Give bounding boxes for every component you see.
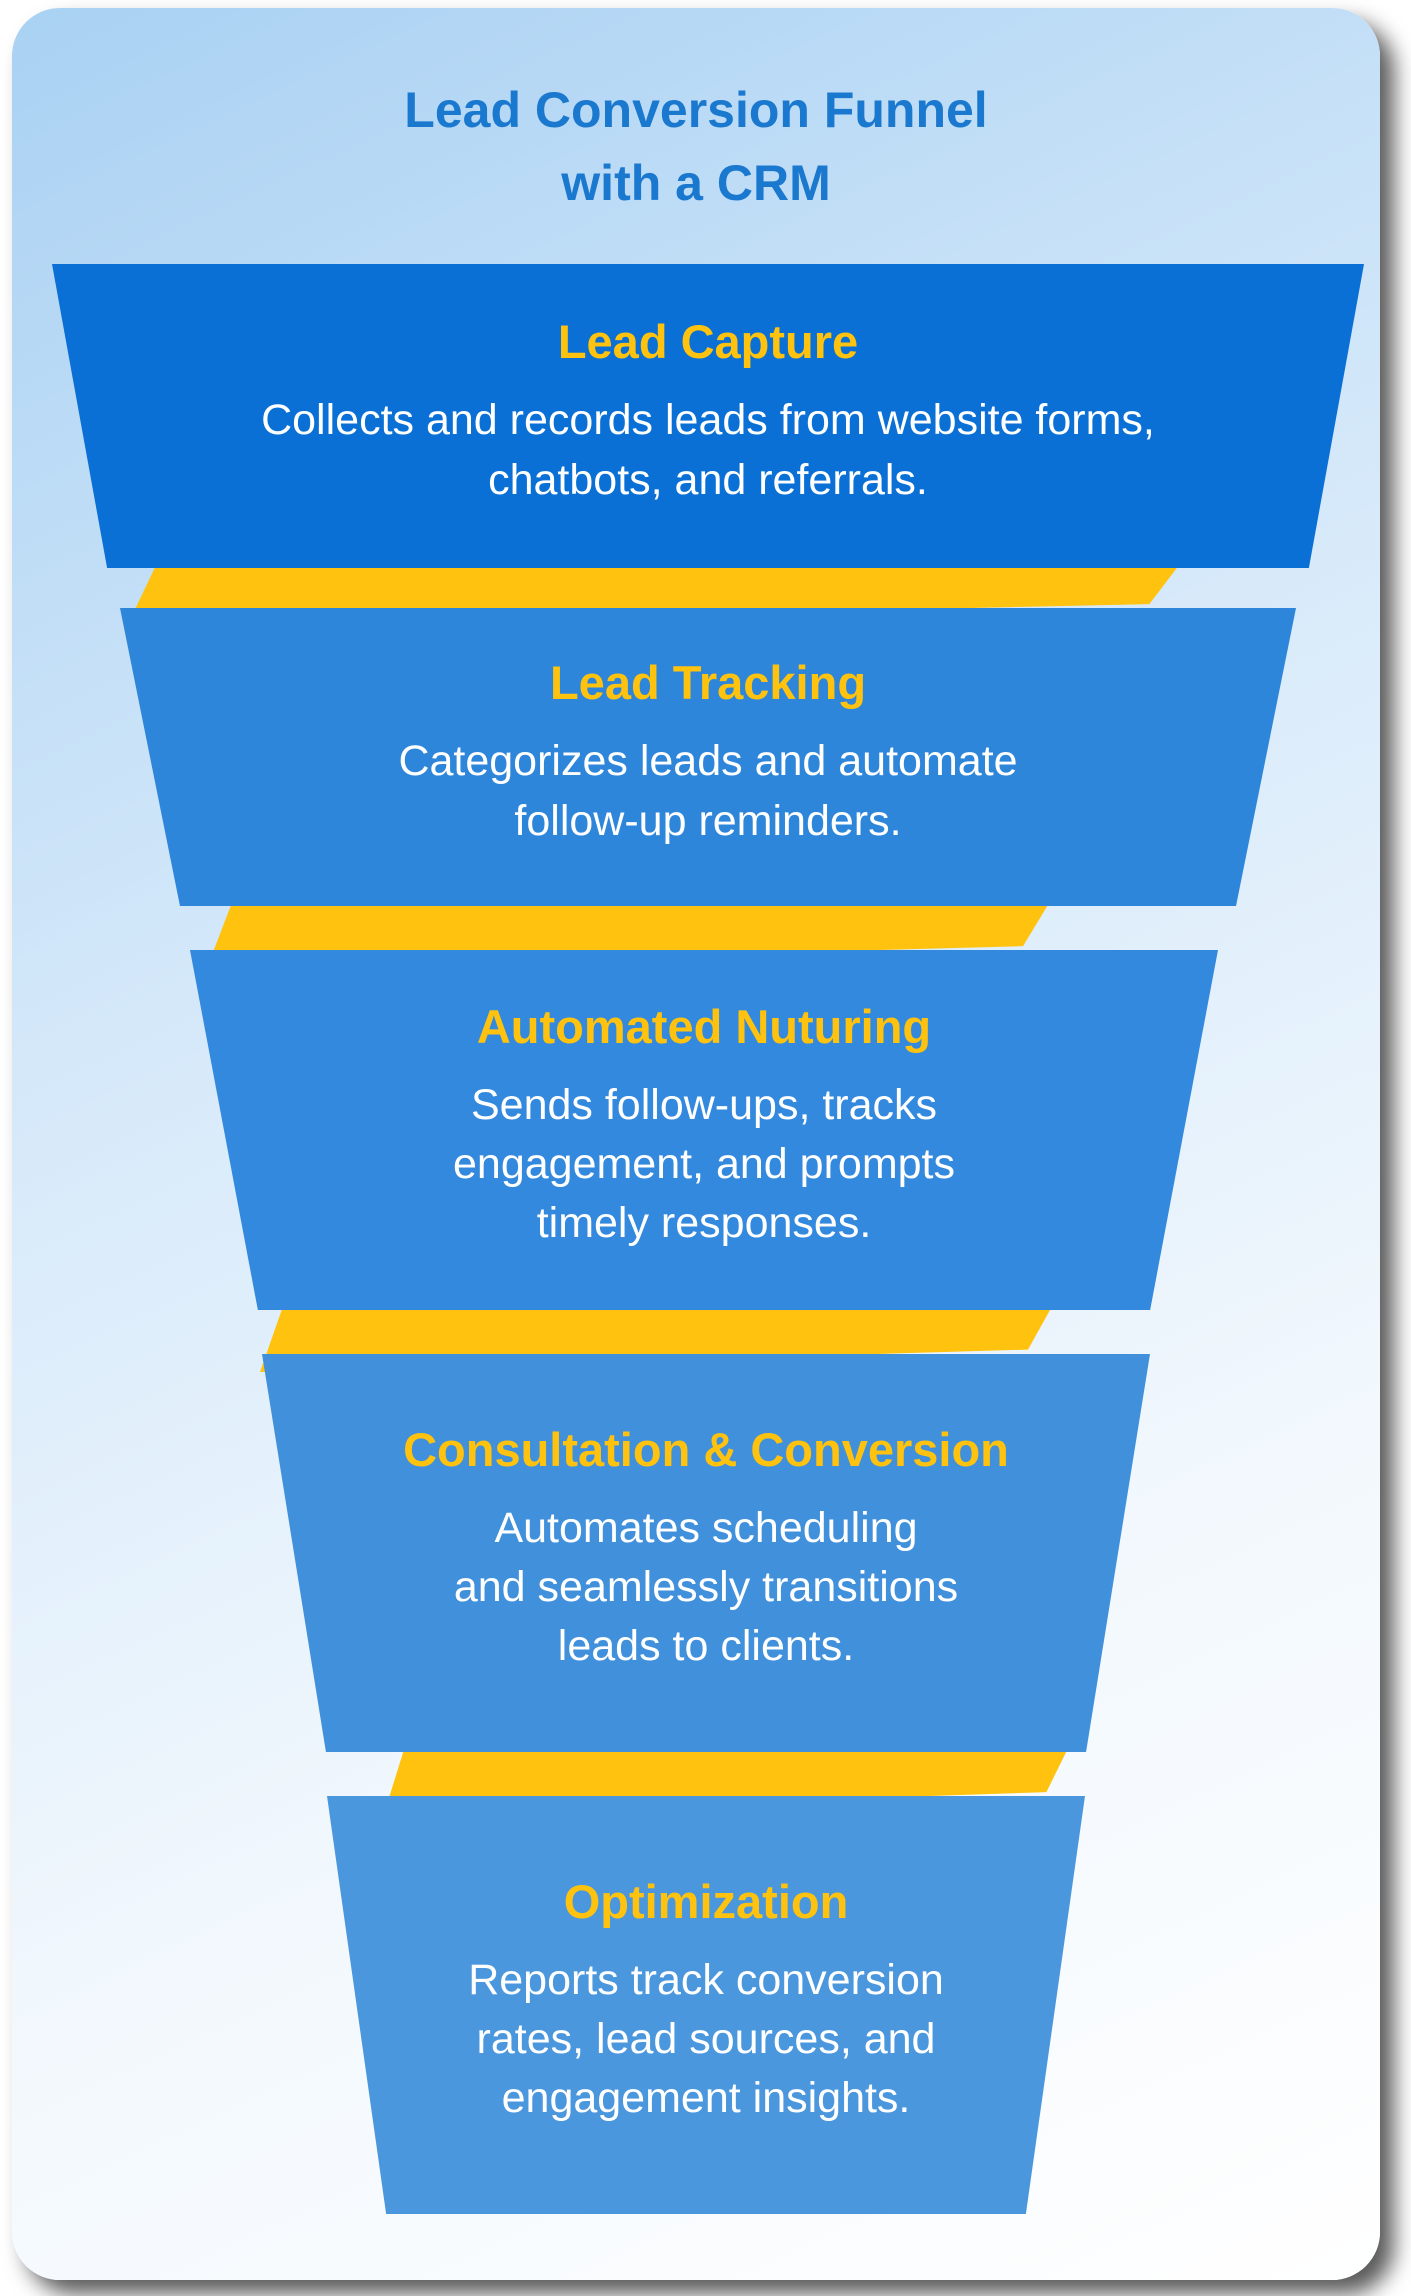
stage-automated-nuturing: Automated Nuturing Sends follow-ups, tra… — [190, 950, 1218, 1310]
stage-lead-capture: Lead Capture Collects and records leads … — [52, 264, 1364, 568]
funnel-title-line1: Lead Conversion Funnel — [404, 82, 988, 138]
stage-optimization: Optimization Reports track conversion ra… — [327, 1796, 1085, 2214]
stage-lead-tracking: Lead Tracking Categorizes leads and auto… — [120, 608, 1296, 906]
stage-lead-capture-heading: Lead Capture — [557, 315, 859, 369]
stage-optimization-body: Reports track conversion rates, lead sou… — [468, 1955, 944, 2123]
stage-consultation-conversion-heading: Consultation & Conversion — [403, 1422, 1009, 1476]
funnel-card: Lead Conversion Funnel with a CRM Lead C… — [12, 8, 1380, 2280]
stage-optimization-heading: Optimization — [563, 1874, 849, 1928]
funnel-title: Lead Conversion Funnel with a CRM — [12, 74, 1380, 219]
stage-lead-tracking-body: Categorizes leads and automate follow-up… — [398, 737, 1018, 845]
stage-lead-tracking-heading: Lead Tracking — [549, 656, 867, 710]
stage-consultation-conversion: Consultation & Conversion Automates sche… — [262, 1354, 1150, 1752]
stage-consultation-conversion-body: Automates scheduling and seamlessly tran… — [453, 1503, 959, 1671]
stage-automated-nuturing-heading: Automated Nuturing — [476, 999, 932, 1053]
funnel-title-line2: with a CRM — [561, 154, 831, 211]
stage-lead-capture-body: Collects and records leads from website … — [261, 396, 1155, 504]
stage-automated-nuturing-body: Sends follow-ups, tracks engagement, and… — [453, 1080, 955, 1248]
